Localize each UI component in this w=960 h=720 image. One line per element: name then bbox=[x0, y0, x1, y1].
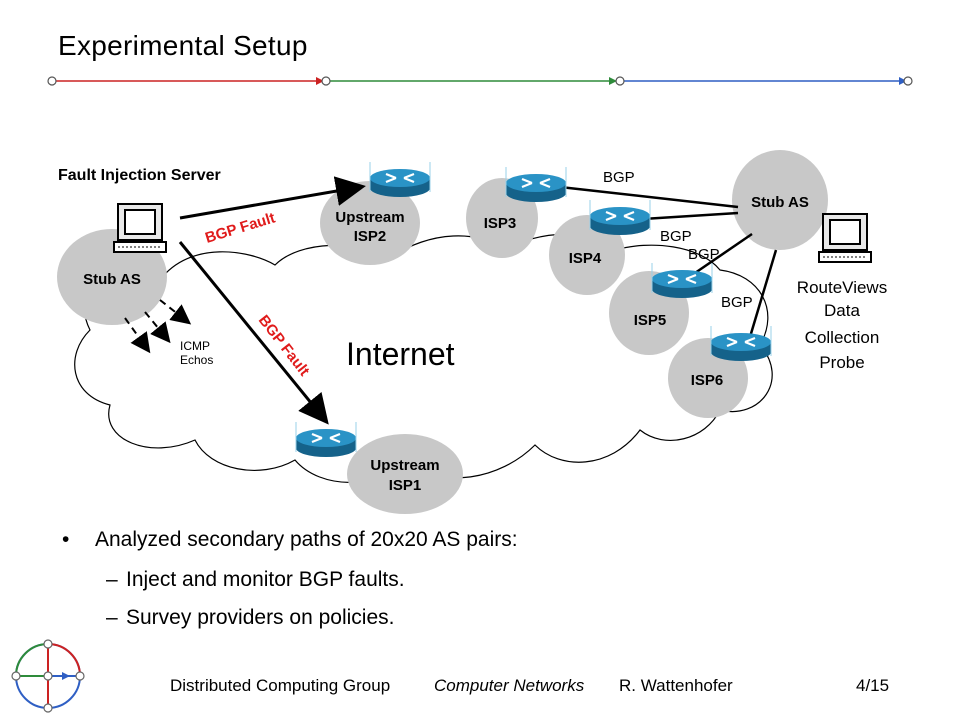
isp4-label: ISP4 bbox=[569, 250, 602, 267]
fault-server-computer-icon bbox=[113, 203, 167, 253]
stub-as-right-node bbox=[732, 150, 828, 250]
upstream-isp2-label-2: ISP2 bbox=[354, 228, 387, 245]
footer-page-number: 4/15 bbox=[856, 676, 890, 695]
footer-course: Computer Networks bbox=[434, 676, 585, 695]
stub-as-left-label: Stub AS bbox=[83, 271, 141, 288]
bgp-fault-arrow-upper bbox=[179, 176, 366, 220]
bgp-fault-arrow-lower bbox=[178, 241, 329, 425]
bullet-main-text: Analyzed secondary paths of 20x20 AS pai… bbox=[95, 528, 518, 551]
router-isp3-icon bbox=[504, 165, 568, 204]
internet-label: Internet bbox=[346, 336, 455, 372]
routeviews-label-1: RouteViews bbox=[797, 278, 887, 297]
isp3-label: ISP3 bbox=[484, 215, 517, 232]
routeviews-computer-icon bbox=[818, 213, 872, 263]
fault-injection-server-label: Fault Injection Server bbox=[58, 167, 221, 184]
stub-as-left-node bbox=[57, 229, 167, 325]
footer-author: R. Wattenhofer bbox=[619, 676, 733, 695]
slide-title: Experimental Setup bbox=[58, 30, 308, 61]
bullet-marker: • bbox=[62, 528, 70, 551]
bgp-label-4: BGP bbox=[721, 294, 753, 311]
isp5-label: ISP5 bbox=[634, 312, 667, 329]
bgp-label-2: BGP bbox=[660, 228, 692, 245]
sub-bullet-2-text: Survey providers on policies. bbox=[126, 606, 395, 629]
upstream-isp1-label-2: ISP1 bbox=[389, 477, 422, 494]
network-diagram: Fault Injection Server Stub AS Upstream … bbox=[57, 150, 887, 514]
routeviews-label-2: Data bbox=[824, 301, 860, 320]
upstream-isp1-label-1: Upstream bbox=[370, 457, 439, 474]
internet-cloud bbox=[74, 233, 773, 484]
router-isp4-icon bbox=[588, 198, 652, 237]
footer-group: Distributed Computing Group bbox=[170, 676, 391, 695]
bgp-label-3: BGP bbox=[688, 246, 720, 263]
bgp-label-1: BGP bbox=[603, 169, 635, 186]
isp4-node bbox=[549, 215, 625, 295]
isp6-label: ISP6 bbox=[691, 372, 724, 389]
title-rule bbox=[47, 76, 913, 86]
upstream-isp2-label-1: Upstream bbox=[335, 209, 404, 226]
icmp-label-2: Echos bbox=[180, 353, 213, 367]
router-isp2-icon bbox=[368, 160, 432, 199]
sub-bullet-dash: – bbox=[106, 568, 118, 591]
stub-as-right-label: Stub AS bbox=[751, 194, 809, 211]
sub-bullet-dash: – bbox=[106, 606, 118, 629]
bgp-fault-upper-label: BGP Fault bbox=[203, 209, 277, 246]
icmp-label-1: ICMP bbox=[180, 339, 210, 353]
routeviews-label-4: Probe bbox=[819, 353, 864, 372]
group-logo-icon bbox=[11, 639, 85, 713]
sub-bullet-1-text: Inject and monitor BGP faults. bbox=[126, 568, 405, 591]
upstream-isp1-node bbox=[347, 434, 463, 514]
routeviews-label-3: Collection bbox=[805, 328, 880, 347]
